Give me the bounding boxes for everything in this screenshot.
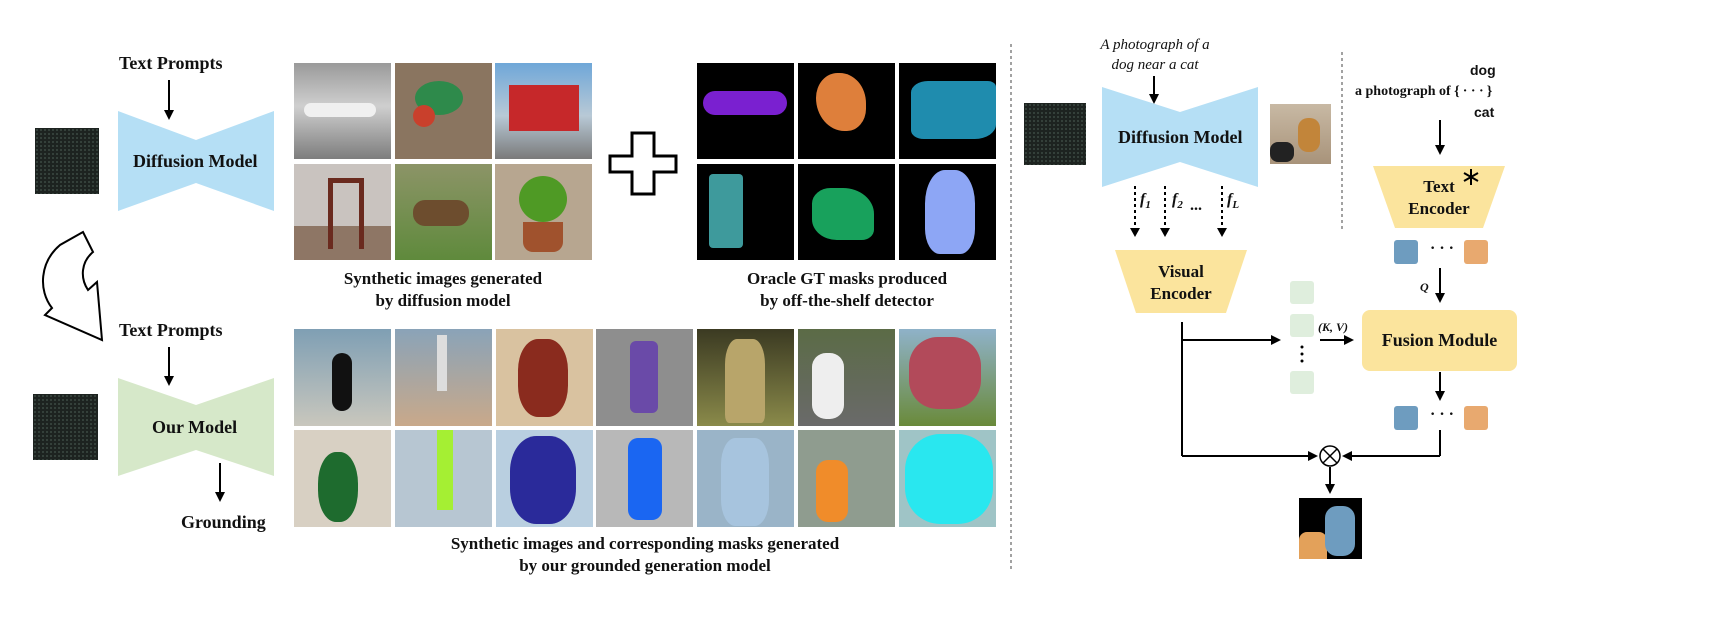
grounded-image-wizard xyxy=(697,329,794,426)
prompt-line1: A photograph of a xyxy=(1100,37,1210,53)
oracle-mask-chair xyxy=(697,164,794,260)
grounded-mask-penguin xyxy=(294,430,391,527)
template-text: a photograph of {· · ·} xyxy=(1355,84,1492,100)
synthetic-image-airplane xyxy=(294,63,391,159)
caption-grounded-line1: Synthetic images and corresponding masks… xyxy=(450,534,840,553)
feature-ellipsis: ... xyxy=(1190,197,1202,214)
grounded-mask-dinosaur xyxy=(899,430,996,527)
caption-synthetic-line1: Synthetic images generated xyxy=(343,269,543,288)
visual-encoder-line2: Encoder xyxy=(1150,284,1212,303)
synthetic-image-bird xyxy=(395,63,492,159)
text-prompts-label-bottom: Text Prompts xyxy=(119,320,223,340)
caption-oracle-line2: by off-the-shelf detector xyxy=(760,291,934,310)
prompt-line2: dog near a cat xyxy=(1111,57,1199,73)
diffusion-model-label: Diffusion Model xyxy=(133,151,258,171)
visual-encoder-label: Visual Encoder xyxy=(1115,261,1247,305)
synthetic-image-bus xyxy=(495,63,592,159)
oracle-mask-airplane xyxy=(697,63,794,159)
synthetic-image-dog xyxy=(395,164,492,260)
grounded-image-dinosaur xyxy=(899,329,996,426)
feature-f1: f1 xyxy=(1140,191,1151,211)
template-word-dog: dog xyxy=(1470,62,1496,78)
feature-fl-letter: f xyxy=(1227,191,1233,208)
our-model-shape xyxy=(118,378,274,476)
our-model-label: Our Model xyxy=(152,417,238,437)
caption-synthetic-line2: by diffusion model xyxy=(375,291,511,310)
right-diffusion-model-label: Diffusion Model xyxy=(1118,127,1243,147)
oracle-mask-bus xyxy=(899,63,996,159)
q-label: Q xyxy=(1420,280,1429,294)
feature-f1-letter: f xyxy=(1140,191,1146,208)
feature-f2-letter: f xyxy=(1172,191,1178,208)
noise-image-right xyxy=(1024,103,1086,165)
grounded-image-penguin xyxy=(294,329,391,426)
visual-encoder-line1: Visual xyxy=(1158,262,1204,281)
feature-f2-sub: 2 xyxy=(1177,199,1183,212)
template-word-cat: cat xyxy=(1474,104,1495,120)
grounded-image-panda xyxy=(798,329,895,426)
text-token-orange-top xyxy=(1464,240,1488,264)
visual-token-2 xyxy=(1290,314,1314,337)
fusion-module-label: Fusion Module xyxy=(1381,330,1498,350)
grounded-mask-rocket xyxy=(395,430,492,527)
caption-synthetic: Synthetic images generated by diffusion m… xyxy=(290,268,596,312)
text-token-dots: · · · xyxy=(1430,240,1455,257)
visual-encoder-shape xyxy=(1115,250,1247,313)
snowflake-icon xyxy=(1463,169,1479,185)
grounded-mask-dragon xyxy=(496,430,593,527)
visual-token-1 xyxy=(1290,281,1314,304)
output-mask-image xyxy=(1299,498,1362,559)
kv-label: (K, V) xyxy=(1318,320,1348,334)
noise-image-bottom xyxy=(33,394,98,460)
text-encoder-label: Text Encoder xyxy=(1373,176,1505,220)
prompt-text: A photograph of a dog near a cat xyxy=(1080,35,1230,75)
grounded-image-rocket xyxy=(395,329,492,426)
template-brace: } xyxy=(1486,84,1493,99)
grounded-mask-robot xyxy=(596,430,693,527)
oracle-mask-plant xyxy=(899,164,996,260)
template-prefix: a photograph of { xyxy=(1355,84,1460,99)
noise-image-top xyxy=(35,128,99,194)
synthetic-image-chair xyxy=(294,164,391,260)
synthetic-image-plant xyxy=(495,164,592,260)
curved-arrow-icon xyxy=(41,230,104,342)
generated-image-dog-cat xyxy=(1270,104,1331,164)
plus-icon xyxy=(608,131,678,196)
caption-oracle-line1: Oracle GT masks produced xyxy=(746,269,948,288)
grounded-image-robot xyxy=(596,329,693,426)
grounding-label: Grounding xyxy=(181,512,266,532)
text-encoder-line1: Text xyxy=(1423,177,1455,196)
text-token-blue-top xyxy=(1394,240,1418,264)
output-token-blue-bottom xyxy=(1394,406,1418,430)
fusion-module-shape xyxy=(1362,310,1517,371)
feature-fl: fL xyxy=(1227,191,1239,211)
grounded-mask-wizard xyxy=(697,430,794,527)
feature-fl-sub: L xyxy=(1232,199,1240,212)
caption-grounded-line2: by our grounded generation model xyxy=(519,556,771,575)
feature-f2: f2 xyxy=(1172,191,1183,211)
right-diffusion-model-shape xyxy=(1102,87,1258,187)
oracle-mask-bird xyxy=(798,63,895,159)
text-prompts-label-top: Text Prompts xyxy=(119,53,223,73)
oracle-mask-dog xyxy=(798,164,895,260)
caption-grounded: Synthetic images and corresponding masks… xyxy=(294,533,996,577)
visual-token-3 xyxy=(1290,371,1314,394)
grounded-mask-panda xyxy=(798,430,895,527)
output-token-orange-bottom xyxy=(1464,406,1488,430)
template-dots: · · · xyxy=(1462,84,1484,99)
output-token-dots: · · · xyxy=(1430,406,1455,423)
grounded-image-dragon xyxy=(496,329,593,426)
feature-f1-sub: 1 xyxy=(1145,199,1151,212)
text-encoder-line2: Encoder xyxy=(1408,199,1470,218)
caption-oracle: Oracle GT masks produced by off-the-shelf… xyxy=(694,268,1000,312)
diffusion-model-shape xyxy=(118,111,274,211)
